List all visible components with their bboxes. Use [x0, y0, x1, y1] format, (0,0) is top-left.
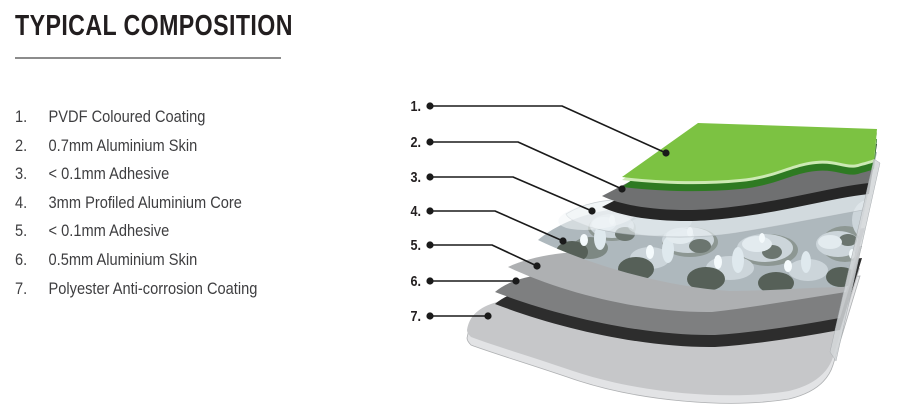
callout-number: 2. — [410, 133, 421, 150]
legend-item-number: 6. — [15, 249, 28, 269]
callout-number: 7. — [410, 307, 421, 324]
callout-2: 2. — [410, 133, 626, 193]
legend-item-label: 0.5mm Aluminium Skin — [48, 249, 198, 269]
legend-item-number: 5. — [15, 221, 28, 241]
callout-start-dot — [426, 312, 434, 320]
callout-end-dot — [588, 207, 596, 215]
callout-start-dot — [426, 102, 434, 110]
callout-line — [430, 244, 538, 267]
title-divider — [15, 57, 281, 59]
legend-item-number: 1. — [15, 107, 28, 126]
layer-green-coating — [622, 123, 877, 192]
callout-1: 1. — [410, 97, 670, 157]
callout-4: 4. — [410, 202, 567, 245]
legend-item-number: 7. — [15, 278, 28, 298]
legend-item-label: 0.7mm Aluminium Skin — [48, 135, 198, 155]
callout-number: 4. — [410, 202, 421, 219]
callout-end-dot — [533, 262, 541, 270]
callout-number: 3. — [410, 168, 421, 185]
legend-item-label: Polyester Anti-corrosion Coating — [48, 278, 258, 298]
legend-item: 6. 0.5mm Aluminium Skin — [15, 246, 257, 275]
callout-line — [430, 105, 667, 154]
stack-side-bevel — [829, 158, 881, 362]
callout-end-dot — [618, 185, 626, 193]
legend-item-label: PVDF Coloured Coating — [48, 107, 206, 126]
callout-6: 6. — [410, 272, 520, 289]
legend-item: 5. < 0.1mm Adhesive — [15, 217, 257, 246]
callout-3: 3. — [410, 168, 596, 215]
callout-number: 1. — [410, 97, 421, 114]
callout-7: 7. — [410, 307, 492, 324]
composition-legend: 1. PVDF Coloured Coating 2. 0.7mm Alumin… — [15, 103, 297, 303]
legend-item: 7. Polyester Anti-corrosion Coating — [15, 275, 257, 304]
callout-end-dot — [662, 149, 670, 157]
callout-5: 5. — [410, 236, 541, 270]
callout-number: 6. — [410, 272, 421, 289]
legend-item: 4. 3mm Profiled Aluminium Core — [15, 189, 257, 218]
callout-line — [430, 141, 623, 190]
page-title: TYPICAL COMPOSITION — [15, 10, 293, 42]
callout-line — [430, 176, 593, 212]
legend-item-number: 2. — [15, 135, 28, 155]
legend-item: 2. 0.7mm Aluminium Skin — [15, 132, 257, 161]
callout-start-dot — [426, 138, 434, 146]
callout-end-dot — [512, 277, 520, 285]
callout-start-dot — [426, 241, 434, 249]
callout-start-dot — [426, 277, 434, 285]
callout-line — [430, 210, 564, 242]
legend-item: 3. < 0.1mm Adhesive — [15, 160, 257, 189]
callout-end-dot — [559, 237, 567, 245]
callout-start-dot — [426, 173, 434, 181]
legend-item-label: 3mm Profiled Aluminium Core — [48, 192, 242, 212]
legend-item-number: 3. — [15, 164, 28, 184]
legend-item-label: < 0.1mm Adhesive — [48, 221, 170, 241]
callout-number: 5. — [410, 236, 421, 253]
callout-end-dot — [484, 312, 492, 320]
legend-item-label: < 0.1mm Adhesive — [48, 164, 170, 184]
legend-item: 1. PVDF Coloured Coating — [15, 103, 257, 132]
legend-item-number: 4. — [15, 192, 28, 212]
callout-start-dot — [426, 207, 434, 215]
